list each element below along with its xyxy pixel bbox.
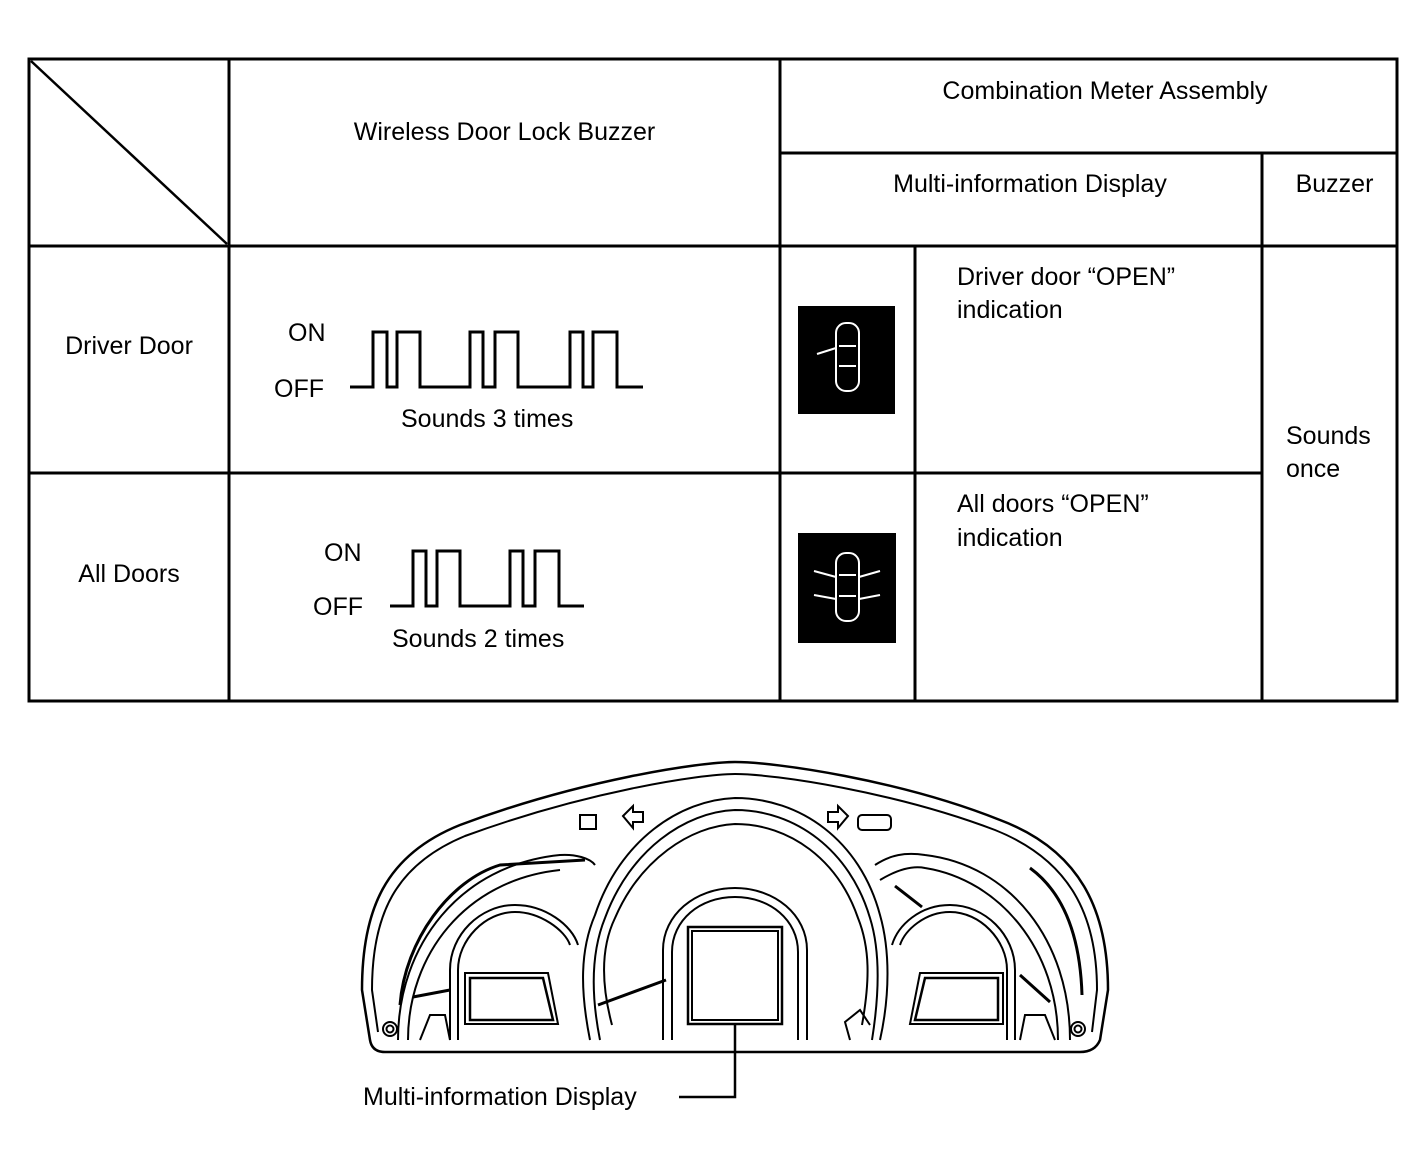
header-multi-information-display: Multi-information Display <box>893 170 1167 198</box>
combination-meter-illustration <box>360 760 1110 1099</box>
wave-on-label: ON <box>288 319 326 347</box>
driver-door-indication-line2: indication <box>957 296 1063 324</box>
all-doors-open-icon <box>798 533 896 643</box>
driver-door-indication-line1: Driver door “OPEN” <box>957 263 1176 291</box>
header-combination-meter-assembly: Combination Meter Assembly <box>942 77 1268 105</box>
header-wireless-door-lock-buzzer: Wireless Door Lock Buzzer <box>353 118 656 146</box>
buzzer-waveform-2-pulses <box>390 549 584 608</box>
all-doors-indication-line1: All doors “OPEN” <box>957 490 1149 518</box>
meter-buzzer-line1: Sounds <box>1286 422 1371 450</box>
header-buzzer: Buzzer <box>1295 170 1374 198</box>
driver-door-open-icon <box>798 306 895 414</box>
buzzer-waveform-3-pulses <box>350 330 643 389</box>
row-label-all-doors: All Doors <box>78 560 180 588</box>
all-doors-indication-line2: indication <box>957 524 1063 552</box>
wave-off-label: OFF <box>313 593 363 621</box>
wave-off-label: OFF <box>274 375 324 403</box>
meter-buzzer-line2: once <box>1286 455 1341 483</box>
callout-multi-information-display: Multi-information Display <box>363 1083 637 1111</box>
wave-on-label: ON <box>324 539 362 567</box>
table-grid <box>27 57 1399 703</box>
row-label-driver-door: Driver Door <box>65 332 193 360</box>
sounds-2-times-label: Sounds 2 times <box>392 625 565 653</box>
sounds-3-times-label: Sounds 3 times <box>401 405 574 433</box>
